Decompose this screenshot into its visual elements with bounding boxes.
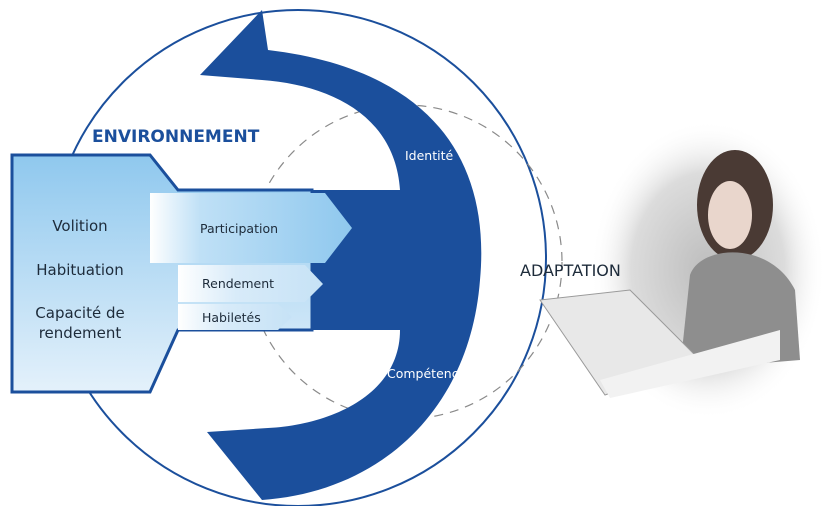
- feedback-arrow: [200, 10, 482, 500]
- skills-arrow: [178, 304, 292, 330]
- environment-label: ENVIRONNEMENT: [92, 127, 260, 147]
- adaptation-label: ADAPTATION: [520, 261, 621, 280]
- performance-arrow: [178, 265, 323, 302]
- volition-label: Volition: [52, 217, 107, 235]
- performance-capacity-label-1: Capacité de: [35, 304, 124, 322]
- participation-label: Participation: [200, 221, 278, 236]
- competence-label: Compétence: [387, 366, 467, 381]
- participation-arrow: [150, 193, 352, 263]
- habituation-label: Habituation: [36, 261, 123, 279]
- woman-with-laptop-photo: [539, 120, 822, 420]
- skills-label: Habiletés: [202, 310, 261, 325]
- performance-label: Rendement: [202, 276, 274, 291]
- performance-capacity-label-2: rendement: [39, 324, 122, 342]
- identity-label: Identité: [405, 148, 454, 163]
